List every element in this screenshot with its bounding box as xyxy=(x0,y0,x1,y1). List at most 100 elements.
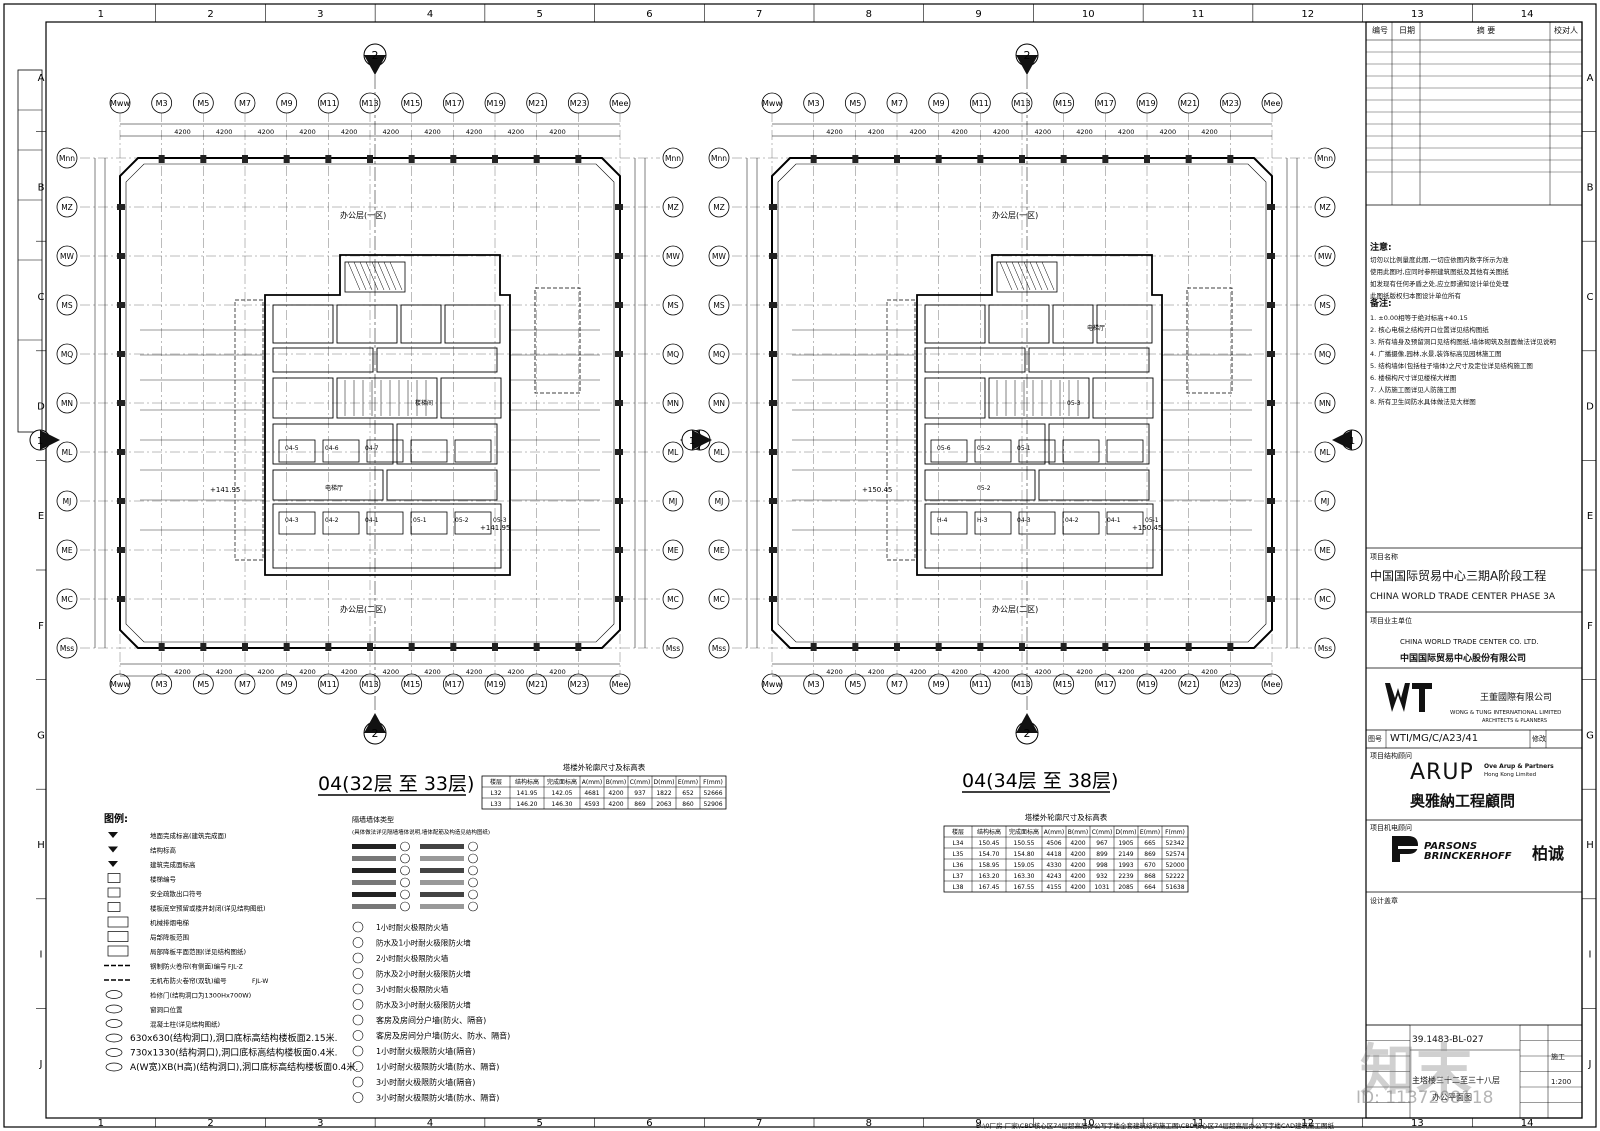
owner-en: CHINA WORLD TRADE CENTER CO. LTD. xyxy=(1400,638,1539,646)
table-header-cell: E(mm) xyxy=(678,779,698,786)
dimension-bottom: 4200 xyxy=(1035,668,1052,676)
core-room xyxy=(1028,347,1150,373)
sheet-col-number: 9 xyxy=(975,9,981,20)
plan-title-2: 04(34层 至 38层) xyxy=(962,770,1118,792)
grid-label-top: M7 xyxy=(239,99,251,108)
legend-item: A(W宽)XB(H高)(结构洞口),洞口底标高结构楼板面0.4米. xyxy=(130,1061,358,1073)
table-cell: L32 xyxy=(491,790,502,797)
grid-bubble-right xyxy=(662,441,684,463)
dimension-top: 4200 xyxy=(216,128,233,136)
wall-type-symbol xyxy=(352,968,364,979)
grid-label-bottom: M21 xyxy=(1180,680,1197,689)
grid-label-bottom: Mee xyxy=(612,680,629,689)
table-cell: 2063 xyxy=(656,801,671,808)
elevation-mark: +150.45 xyxy=(862,486,892,494)
table-header-cell: D(mm) xyxy=(654,779,675,786)
architect-sub: ARCHITECTS & PLANNERS xyxy=(1482,718,1548,724)
dimension-bottom: 4200 xyxy=(1160,668,1177,676)
dimension-top: 4200 xyxy=(341,128,358,136)
grid-label-top: M3 xyxy=(156,99,168,108)
table-cell: 141.95 xyxy=(517,790,538,797)
grid-bubble-left xyxy=(708,588,730,610)
grid-label-right: MN xyxy=(667,399,679,408)
table-cell: 159.05 xyxy=(1014,862,1035,869)
grid-label-left: Mnn xyxy=(711,154,727,163)
legend-item: 局部降板范围 xyxy=(150,933,189,942)
sheet-col-number: 3 xyxy=(317,9,323,20)
grid-label-right: ML xyxy=(1320,448,1331,457)
room-label: H-3 xyxy=(977,517,988,524)
grid-label-bottom: M15 xyxy=(1055,680,1072,689)
sheet-col-number: 12 xyxy=(1301,1118,1314,1129)
table-cell: 665 xyxy=(1144,840,1156,847)
table-cell: 1993 xyxy=(1118,862,1133,869)
sheet-row-letter: F xyxy=(1587,621,1593,632)
grid-label-top: Mee xyxy=(1264,99,1281,108)
core-room xyxy=(272,503,502,569)
sheet-row-letter: D xyxy=(37,402,45,413)
grid-bubble-top xyxy=(609,92,631,114)
grid-bubble-right xyxy=(1314,245,1336,267)
table-header-cell: A(mm) xyxy=(1044,829,1064,836)
core-room xyxy=(336,377,438,419)
table-header-cell: 完成面标高 xyxy=(547,778,577,786)
sheet-col-number: 5 xyxy=(537,9,543,20)
grid-bubble-left xyxy=(708,441,730,463)
grid-label-left: MQ xyxy=(61,350,73,359)
table-cell: 4200 xyxy=(608,801,623,808)
arup-small-2: Hong Kong Limited xyxy=(1484,772,1537,778)
grid-bubble-bottom xyxy=(1219,673,1241,695)
elevation-mark: +150.45 xyxy=(1132,524,1162,532)
grid-bubble-bottom xyxy=(1261,673,1283,695)
grid-label-left: MW xyxy=(60,252,74,261)
core-room xyxy=(1092,377,1154,419)
legend-item: 730x1330(结构洞口),洞口底标高结构楼板面0.4米. xyxy=(130,1047,337,1059)
core-room xyxy=(400,304,442,344)
table-cell: 52574 xyxy=(1165,851,1184,858)
owner-cn: 中国国际贸易中心股份有限公司 xyxy=(1400,654,1527,664)
table-cell: 869 xyxy=(634,801,646,808)
room-label: 楼梯间 xyxy=(415,399,433,407)
grid-bubble-bottom xyxy=(1178,673,1200,695)
room-label: 05-3 xyxy=(1067,400,1081,407)
grid-bubble-left xyxy=(56,196,78,218)
table-cell: 158.95 xyxy=(979,862,1000,869)
grid-bubble-right xyxy=(662,588,684,610)
core-room xyxy=(386,469,498,501)
sheet-col-number: 2 xyxy=(207,1118,213,1129)
dimension-bottom: 4200 xyxy=(258,668,275,676)
core-room xyxy=(1048,423,1150,465)
grid-bubble-top xyxy=(192,92,214,114)
grid-bubble-bottom xyxy=(803,673,825,695)
grid-label-bottom: M19 xyxy=(1138,680,1155,689)
grid-label-bottom: M11 xyxy=(320,680,337,689)
pb-name: PARSONS BRINCKERHOFF xyxy=(1424,841,1512,862)
grid-label-top: Mww xyxy=(762,99,782,108)
core-room xyxy=(272,423,394,465)
wall-type-item: 2小时耐火极限防火墙 xyxy=(376,953,449,963)
legend-title: 图例: xyxy=(104,812,128,825)
zone-label-bottom: 办公层(二区) xyxy=(340,604,386,614)
remark-line: 6. 楼梯构尺寸详见楼梯大样图 xyxy=(1370,374,1457,382)
grid-label-top: M5 xyxy=(849,99,861,108)
sheet-row-letter: A xyxy=(38,73,45,84)
room-label: 04-3 xyxy=(285,517,299,524)
rev-label: 修改 xyxy=(1532,735,1546,743)
grid-label-bottom: M3 xyxy=(156,680,168,689)
table-cell: 154.70 xyxy=(979,851,1000,858)
sheet-col-number: 11 xyxy=(1192,9,1205,20)
grid-bubble-bottom xyxy=(484,673,506,695)
grid-bubble-left xyxy=(56,245,78,267)
dimension-top: 4200 xyxy=(258,128,275,136)
table-cell: 4200 xyxy=(608,790,623,797)
grid-bubble-top xyxy=(567,92,589,114)
sheet-row-letter: I xyxy=(40,950,43,961)
grid-label-bottom: M21 xyxy=(528,680,545,689)
grid-bubble-left xyxy=(708,294,730,316)
dimension-top: 4200 xyxy=(951,128,968,136)
notice-line: 切勿以比例量度此图,一切应依图内数字所示为准 xyxy=(1370,256,1509,264)
dimension-top: 4200 xyxy=(1035,128,1052,136)
core-room xyxy=(924,304,986,344)
design-stamp-label: 设计盖章 xyxy=(1370,897,1398,905)
